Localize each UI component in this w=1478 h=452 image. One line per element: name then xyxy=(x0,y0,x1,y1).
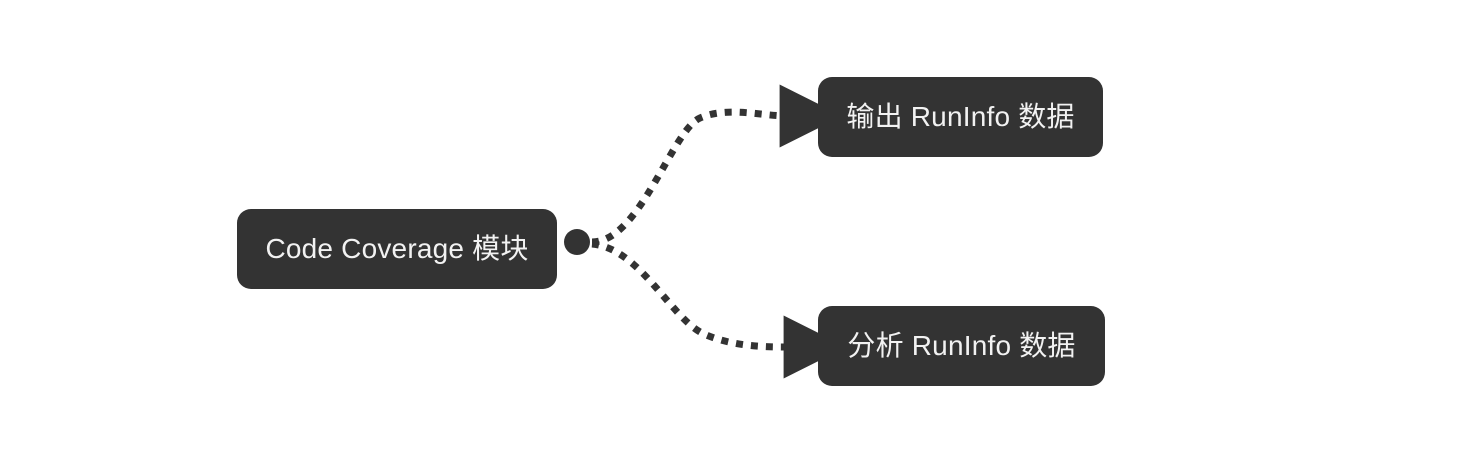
node-analyze-runinfo-label: 分析 RunInfo 数据 xyxy=(847,330,1076,361)
node-output-runinfo[interactable]: 输出 RunInfo 数据 xyxy=(818,77,1103,157)
root-connector-bullet xyxy=(564,229,590,255)
edge-root-to-analyze-runinfo xyxy=(591,240,847,379)
node-root-label: Code Coverage 模块 xyxy=(265,233,529,264)
node-root[interactable]: Code Coverage 模块 xyxy=(237,209,557,289)
node-analyze-runinfo[interactable]: 分析 RunInfo 数据 xyxy=(818,306,1105,386)
edge-root-to-output-runinfo xyxy=(591,84,843,246)
node-output-runinfo-label: 输出 RunInfo 数据 xyxy=(846,101,1075,132)
